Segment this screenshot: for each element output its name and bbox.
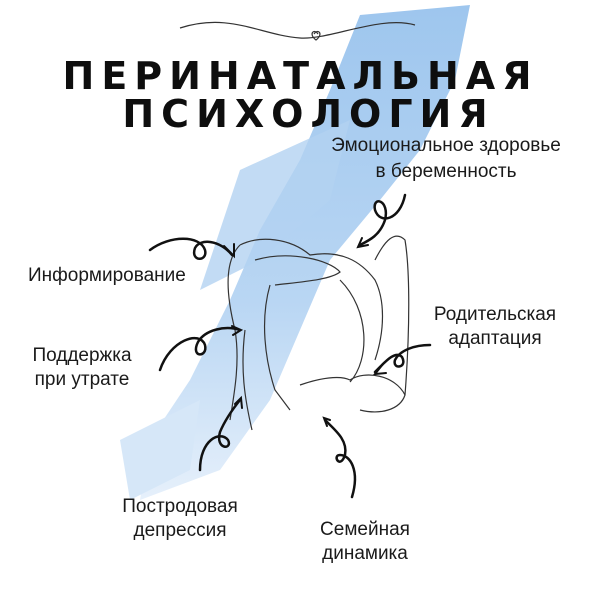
title-line-2: ПСИХОЛОГИЯ: [122, 92, 495, 136]
label-parental-line-2: адаптация: [448, 328, 542, 349]
label-loss-line-1: Поддержка: [32, 345, 132, 366]
arrow-informing: [148, 237, 234, 260]
label-family-dynamics: Семейная динамика: [300, 518, 430, 566]
label-informing: Информирование: [28, 265, 186, 286]
label-parental-adaptation: Родительская адаптация: [415, 303, 575, 351]
heart-icon: [311, 30, 321, 41]
label-loss-line-2: при утрате: [34, 369, 130, 390]
label-family-line-1: Семейная: [320, 519, 410, 540]
arrow-emotional: [358, 193, 407, 247]
arrow-postpartum: [198, 398, 242, 472]
label-parental-line-1: Родительская: [433, 304, 557, 325]
arrow-loss: [158, 326, 242, 372]
label-family-line-2: динамика: [322, 543, 408, 564]
label-postpartum-depression: Постродовая депрессия: [110, 495, 250, 543]
label-postpartum-line-2: депрессия: [133, 520, 227, 541]
label-loss-support: Поддержка при утрате: [18, 344, 146, 392]
label-emotional-line-1: Эмоциональное здоровье: [331, 135, 561, 156]
title-line-1: ПЕРИНАТАЛЬНАЯ: [62, 54, 539, 98]
label-postpartum-line-1: Постродовая: [122, 496, 238, 517]
arrow-parental: [373, 343, 432, 374]
arrow-family: [323, 418, 357, 499]
label-emotional-line-2: в беременность: [375, 161, 517, 182]
label-emotional-health: Эмоциональное здоровье в беременность: [296, 133, 596, 185]
